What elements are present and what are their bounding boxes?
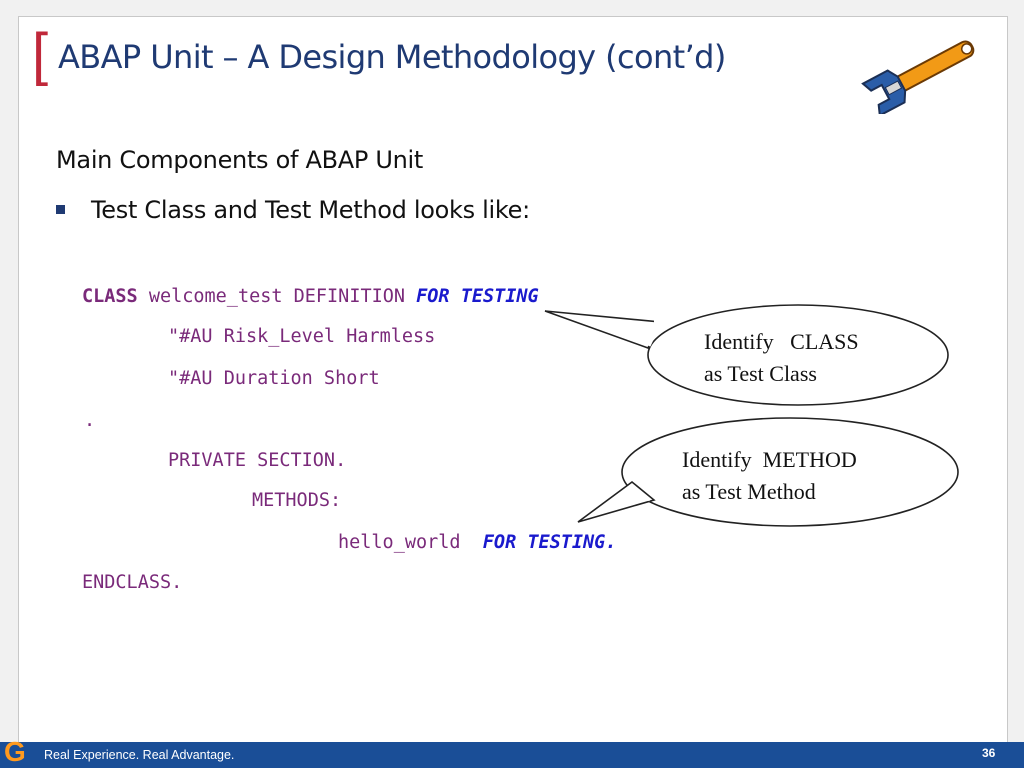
code-line-period: .	[84, 410, 96, 431]
code-method-name: hello_world	[338, 532, 483, 553]
callout-class-line2: as Test Class	[704, 361, 817, 386]
bullet-square-icon	[56, 205, 65, 214]
section-subheading: Main Components of ABAP Unit	[56, 146, 424, 174]
code-for-testing: FOR TESTING	[416, 286, 539, 307]
code-line-methods: METHODS:	[252, 490, 342, 511]
bullet-text: Test Class and Test Method looks like:	[91, 196, 530, 224]
footer-tagline: Real Experience. Real Advantage.	[44, 748, 235, 762]
slide-canvas	[18, 16, 1008, 746]
callout-class-text: Identify CLASS as Test Class	[704, 326, 859, 390]
callout-method-text: Identify METHOD as Test Method	[682, 444, 857, 508]
wrench-icon	[861, 40, 975, 114]
code-line-class-definition: CLASS welcome_test DEFINITION FOR TESTIN…	[82, 286, 539, 307]
code-keyword-class: CLASS	[82, 286, 138, 307]
code-class-name: welcome_test DEFINITION	[137, 286, 417, 307]
code-line-endclass: ENDCLASS.	[82, 572, 183, 593]
slide-title: ABAP Unit – A Design Methodology (cont’d…	[58, 38, 726, 76]
bullet-item: Test Class and Test Method looks like:	[56, 196, 530, 224]
page-number: 36	[982, 746, 996, 760]
callout-class-line1: Identify CLASS	[704, 329, 859, 354]
code-line-duration: "#AU Duration Short	[168, 368, 380, 389]
company-logo-icon: G	[4, 736, 26, 767]
footer-bar: G Real Experience. Real Advantage. 36	[0, 738, 1024, 768]
code-line-hello-world: hello_world FOR TESTING.	[338, 532, 616, 553]
callout-method-line1: Identify METHOD	[682, 447, 857, 472]
code-for-testing-method: FOR TESTING.	[482, 532, 617, 553]
callout-method-line2: as Test Method	[682, 479, 816, 504]
title-bracket: [	[32, 22, 49, 87]
code-line-risk-level: "#AU Risk_Level Harmless	[168, 326, 436, 347]
code-line-private-section: PRIVATE SECTION.	[168, 450, 347, 471]
